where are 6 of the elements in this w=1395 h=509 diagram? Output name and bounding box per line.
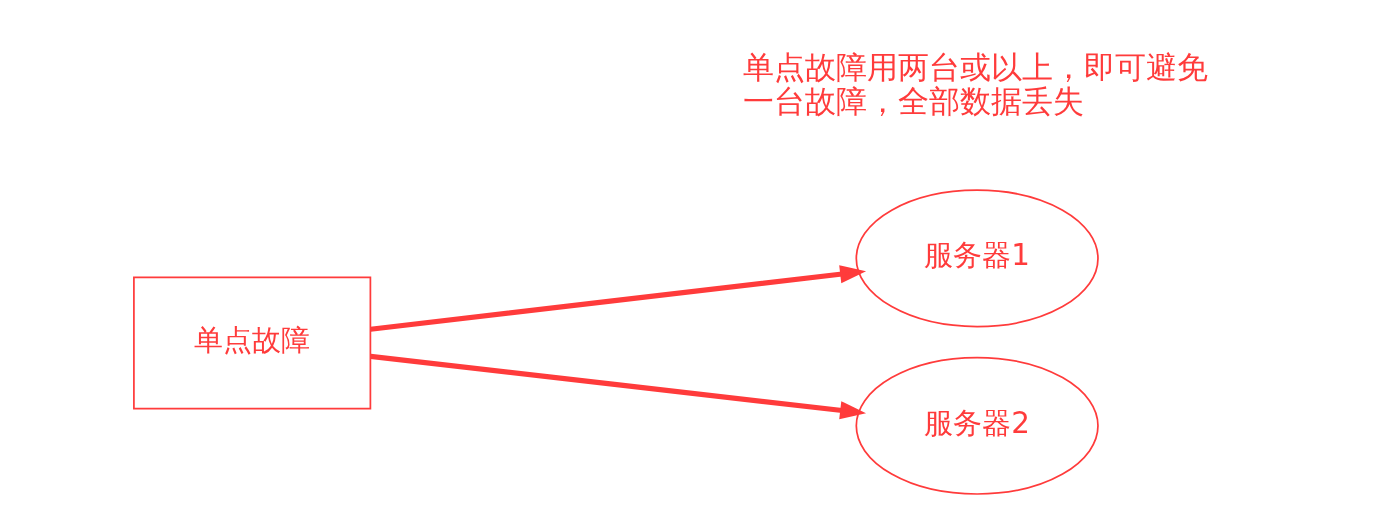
label: 单点故障用两台或以上，即可避免一台故障，全部数据丢失 (743, 48, 1209, 120)
arrow (370, 353, 867, 420)
node-box: 单点故障 (133, 276, 372, 410)
node-ellipse: 服务器2 (855, 356, 1099, 495)
arrow (370, 265, 867, 332)
node-ellipse: 服务器1 (855, 189, 1099, 328)
